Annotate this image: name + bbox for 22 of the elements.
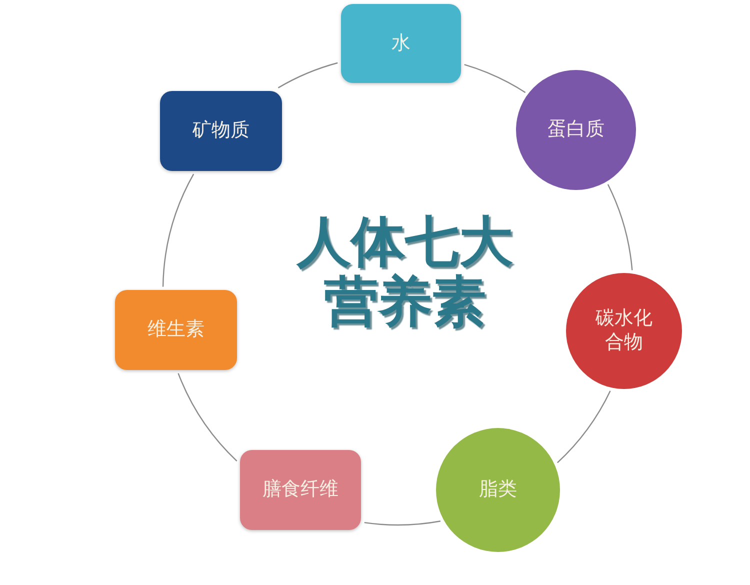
connector-line bbox=[278, 62, 338, 88]
connector-line bbox=[464, 64, 526, 93]
connector-line bbox=[178, 373, 238, 462]
node-label: 膳食纤维 bbox=[262, 478, 338, 502]
nutrient-box bbox=[240, 450, 361, 530]
node-label: 水 bbox=[392, 32, 410, 56]
node-label: 蛋白质 bbox=[548, 118, 604, 142]
nutrient-box bbox=[160, 91, 282, 171]
node-label: 碳水化合物 bbox=[594, 307, 654, 355]
nutrient-box bbox=[115, 290, 237, 370]
connector-line bbox=[557, 390, 611, 464]
node-label: 脂类 bbox=[479, 478, 517, 502]
connector-line bbox=[364, 520, 441, 526]
title: 人体七大营养素 bbox=[295, 212, 514, 333]
connector-line bbox=[607, 184, 633, 270]
nutrient-box bbox=[341, 4, 461, 83]
nutrient-circle bbox=[436, 428, 560, 552]
nutrient-circle bbox=[566, 273, 682, 389]
connector-line bbox=[162, 174, 194, 287]
nutrient-circle bbox=[516, 70, 636, 190]
node-label: 矿物质 bbox=[192, 119, 250, 143]
node-label: 维生素 bbox=[148, 318, 204, 342]
